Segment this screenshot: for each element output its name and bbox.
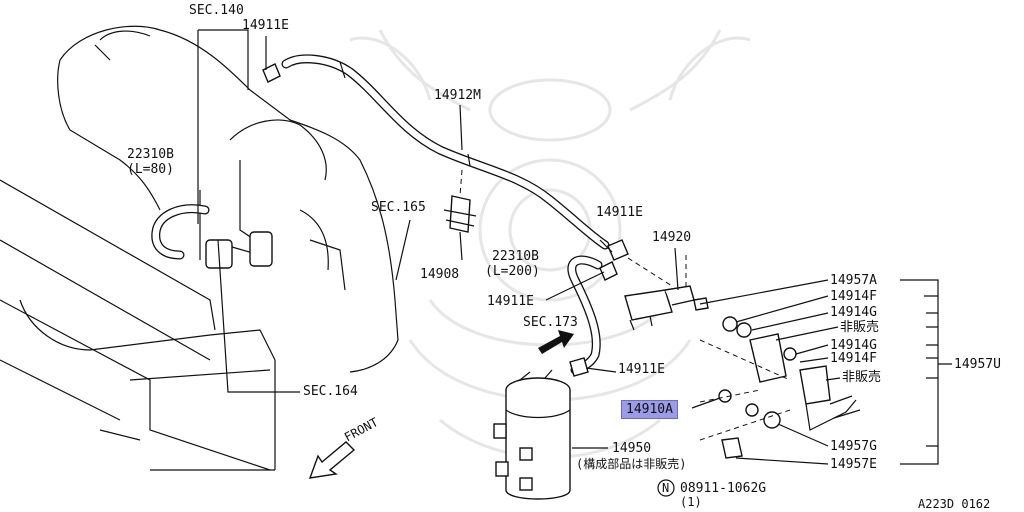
label-22310b-a: 22310B xyxy=(127,147,174,162)
clamp-14911e-mid xyxy=(607,239,629,261)
label-hihanbai-a: 非販売 xyxy=(840,320,880,335)
label-14957a: 14957A xyxy=(830,273,877,288)
label-08911: 08911-1062G xyxy=(680,481,767,496)
label-14957g: 14957G xyxy=(830,439,877,454)
n-circle xyxy=(657,479,675,497)
label-l200: (L=200) xyxy=(485,264,540,279)
clamp-14911e-low xyxy=(569,357,589,377)
leader-lines xyxy=(197,29,952,465)
label-14914f-a: 14914F xyxy=(830,289,877,304)
label-14920: 14920 xyxy=(652,230,692,245)
clamp-14911e-left xyxy=(599,261,618,281)
label-14910a-highlighted[interactable]: 14910A xyxy=(621,400,678,419)
hose-22310b-short xyxy=(151,204,210,260)
label-08911-qty: (1) xyxy=(680,495,702,509)
canister-14950 xyxy=(493,369,571,500)
label-14950-note: (構成部品は非販売) xyxy=(576,457,687,471)
label-14957u: 14957U xyxy=(954,357,1001,372)
label-14950: 14950 xyxy=(612,441,652,456)
bracket-hardware xyxy=(693,297,861,459)
label-14914g-b: 14914G xyxy=(830,338,877,353)
label-hihanbai-b: 非販売 xyxy=(842,370,882,385)
label-22310b-b: 22310B xyxy=(492,249,539,264)
label-14914g-a: 14914G xyxy=(830,305,877,320)
clamp-14911e-top xyxy=(262,63,281,83)
label-sec140: SEC.140 xyxy=(189,3,244,18)
label-14911e-mid: 14911E xyxy=(596,205,643,220)
hose-14912m xyxy=(281,54,610,250)
front-arrow xyxy=(308,441,356,479)
label-l80: (L=80) xyxy=(127,162,174,177)
engine-block xyxy=(0,25,399,471)
label-sec173: SEC.173 xyxy=(523,315,578,330)
label-14912m: 14912M xyxy=(434,88,481,103)
label-14911e-low: 14911E xyxy=(618,362,665,377)
label-14957e: 14957E xyxy=(830,457,877,472)
label-14908: 14908 xyxy=(420,267,460,282)
watermark-emblem xyxy=(349,29,751,459)
label-14914f-b: 14914F xyxy=(830,351,877,366)
sec173-arrow xyxy=(538,330,574,354)
clip-14908 xyxy=(443,169,477,233)
label-sec164: SEC.164 xyxy=(303,384,358,399)
label-n-mark: N xyxy=(662,481,670,495)
label-drawing-id: A223D 0162 xyxy=(918,497,991,511)
label-14911e-left: 14911E xyxy=(487,294,534,309)
valve-14920 xyxy=(624,255,695,331)
label-14911e-top: 14911E xyxy=(242,18,289,33)
label-sec165: SEC.165 xyxy=(371,200,426,215)
